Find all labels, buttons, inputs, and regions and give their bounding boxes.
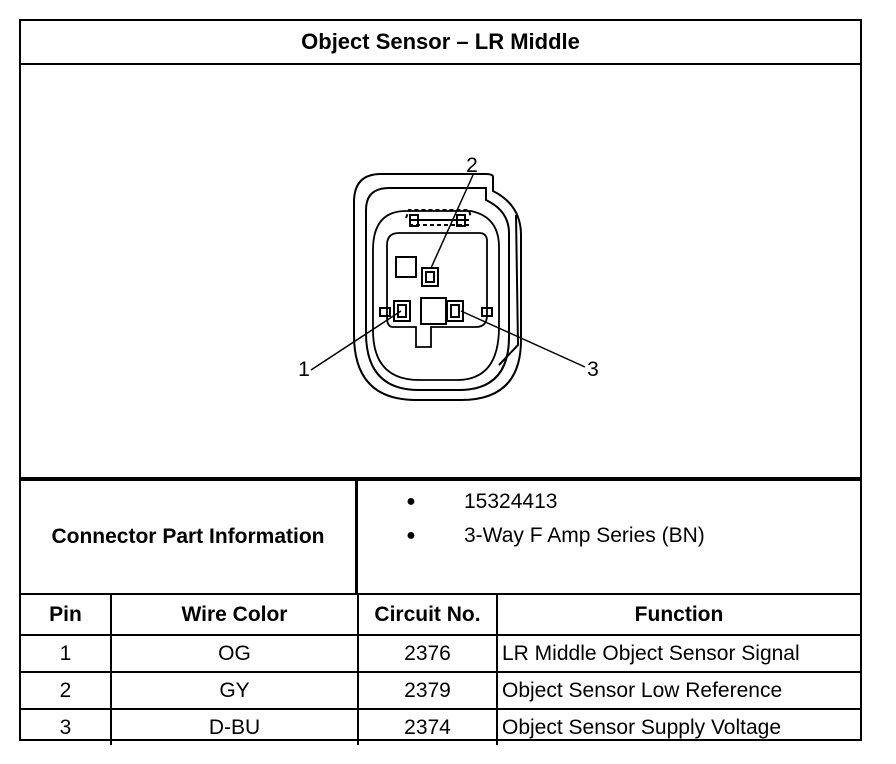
function-cell: Object Sensor Low Reference <box>496 671 860 710</box>
pin-cell: 1 <box>21 634 112 673</box>
keying-cavity <box>395 256 417 278</box>
function-cell: Object Sensor Supply Voltage <box>496 708 860 745</box>
pin-cavity-1 <box>393 300 411 322</box>
connector-diagram: 2 1 3 <box>21 65 860 477</box>
connector-part-label: Connector Part Information <box>21 481 358 593</box>
connector-face-drawing: 2 1 3 <box>298 154 599 401</box>
pin-cell: 2 <box>21 671 112 710</box>
circuit-cell: 2374 <box>357 708 498 745</box>
pin-table-header: Pin Wire Color Circuit No. Function <box>21 595 860 636</box>
pin-cell: 3 <box>21 708 112 745</box>
table-row: 3 D-BU 2374 Object Sensor Supply Voltage <box>21 708 860 745</box>
connector-seal <box>372 210 500 381</box>
pin-cavity-3 <box>446 300 464 322</box>
connector-part-info: Connector Part Information ● 15324413 ● … <box>21 477 860 595</box>
pin-cavity-2 <box>421 267 439 287</box>
connector-latch <box>498 214 520 366</box>
bullet-icon: ● <box>406 493 416 510</box>
header-wire-color: Wire Color <box>110 595 359 636</box>
table-row: 2 GY 2379 Object Sensor Low Reference <box>21 671 860 710</box>
connector-housing-inner-outline <box>365 187 510 391</box>
table-row: 1 OG 2376 LR Middle Object Sensor Signal <box>21 634 860 673</box>
bullet-icon: ● <box>406 527 416 544</box>
callout-3: 3 <box>587 358 599 381</box>
header-circuit-no: Circuit No. <box>357 595 498 636</box>
part-number-item: ● 15324413 <box>358 485 557 519</box>
header-pin: Pin <box>21 595 112 636</box>
wire-color-cell: GY <box>110 671 359 710</box>
wire-color-cell: OG <box>110 634 359 673</box>
header-function: Function <box>496 595 860 636</box>
callout-1-leader <box>310 310 402 371</box>
wire-color-cell: D-BU <box>110 708 359 745</box>
callout-1: 1 <box>298 358 310 381</box>
connector-housing-outline <box>353 173 522 401</box>
part-number: 15324413 <box>464 490 558 513</box>
circuit-cell: 2376 <box>357 634 498 673</box>
callout-2: 2 <box>466 154 478 177</box>
page-title: Object Sensor – LR Middle <box>21 21 860 65</box>
center-cavity <box>420 297 447 325</box>
function-cell: LR Middle Object Sensor Signal <box>496 634 860 673</box>
pin-table: Pin Wire Color Circuit No. Function 1 OG… <box>21 595 860 745</box>
connector-series-item: ● 3-Way F Amp Series (BN) <box>358 519 705 553</box>
connector-series: 3-Way F Amp Series (BN) <box>464 524 705 547</box>
connector-face <box>386 232 488 348</box>
connector-sheet: Object Sensor – LR Middle <box>19 19 862 745</box>
callout-2-leader <box>430 174 474 269</box>
circuit-cell: 2379 <box>357 671 498 710</box>
connector-lock-strip <box>405 209 472 219</box>
connector-part-list: ● 15324413 ● 3-Way F Amp Series (BN) <box>358 481 860 593</box>
callout-3-leader <box>460 310 586 368</box>
